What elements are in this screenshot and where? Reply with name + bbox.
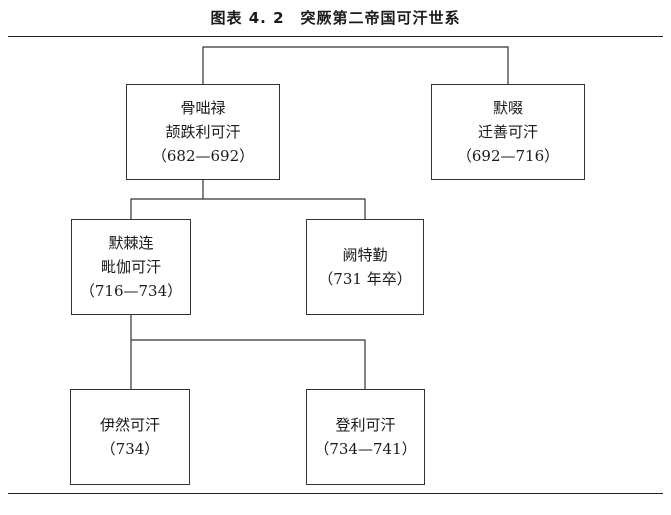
node-yiran-reign: （734） [100, 440, 160, 458]
connector-gudulu-children [130, 180, 366, 219]
node-mochuo-title: 迁善可汗 [477, 123, 538, 141]
node-mochuo-reign: （692—716） [456, 147, 560, 165]
node-mojilian-name: 默棘连 [108, 234, 154, 252]
diagram-title: 图表 4. 2 突厥第二帝国可汗世系 [210, 9, 461, 27]
node-mojilian-reign: （716—734） [79, 282, 183, 300]
connector-mojilian-children [130, 315, 366, 389]
node-dengli: 登利可汗 （734—741） [306, 389, 425, 485]
node-gudulu: 骨咄禄 颉跌利可汗 （682—692） [126, 84, 280, 180]
node-dengli-name: 登利可汗 [335, 416, 396, 434]
node-mochuo-name: 默啜 [492, 99, 523, 117]
node-yiran-name: 伊然可汗 [99, 416, 160, 434]
node-quete-name: 阙特勤 [342, 246, 388, 264]
node-mojilian-title: 毗伽可汗 [100, 258, 161, 276]
node-mojilian: 默棘连 毗伽可汗 （716—734） [71, 219, 191, 315]
top-rule [8, 36, 663, 37]
connector-root [202, 46, 509, 84]
node-quete: 阙特勤 （731 年卒） [306, 219, 424, 315]
node-gudulu-name: 骨咄禄 [180, 99, 226, 117]
node-gudulu-title: 颉跌利可汗 [165, 123, 241, 141]
node-gudulu-reign: （682—692） [151, 147, 255, 165]
node-dengli-reign: （734—741） [314, 440, 417, 458]
node-mochuo: 默啜 迁善可汗 （692—716） [431, 84, 585, 180]
node-quete-death: （731 年卒） [318, 270, 412, 288]
node-yiran: 伊然可汗 （734） [70, 389, 190, 485]
bottom-rule [8, 493, 663, 494]
